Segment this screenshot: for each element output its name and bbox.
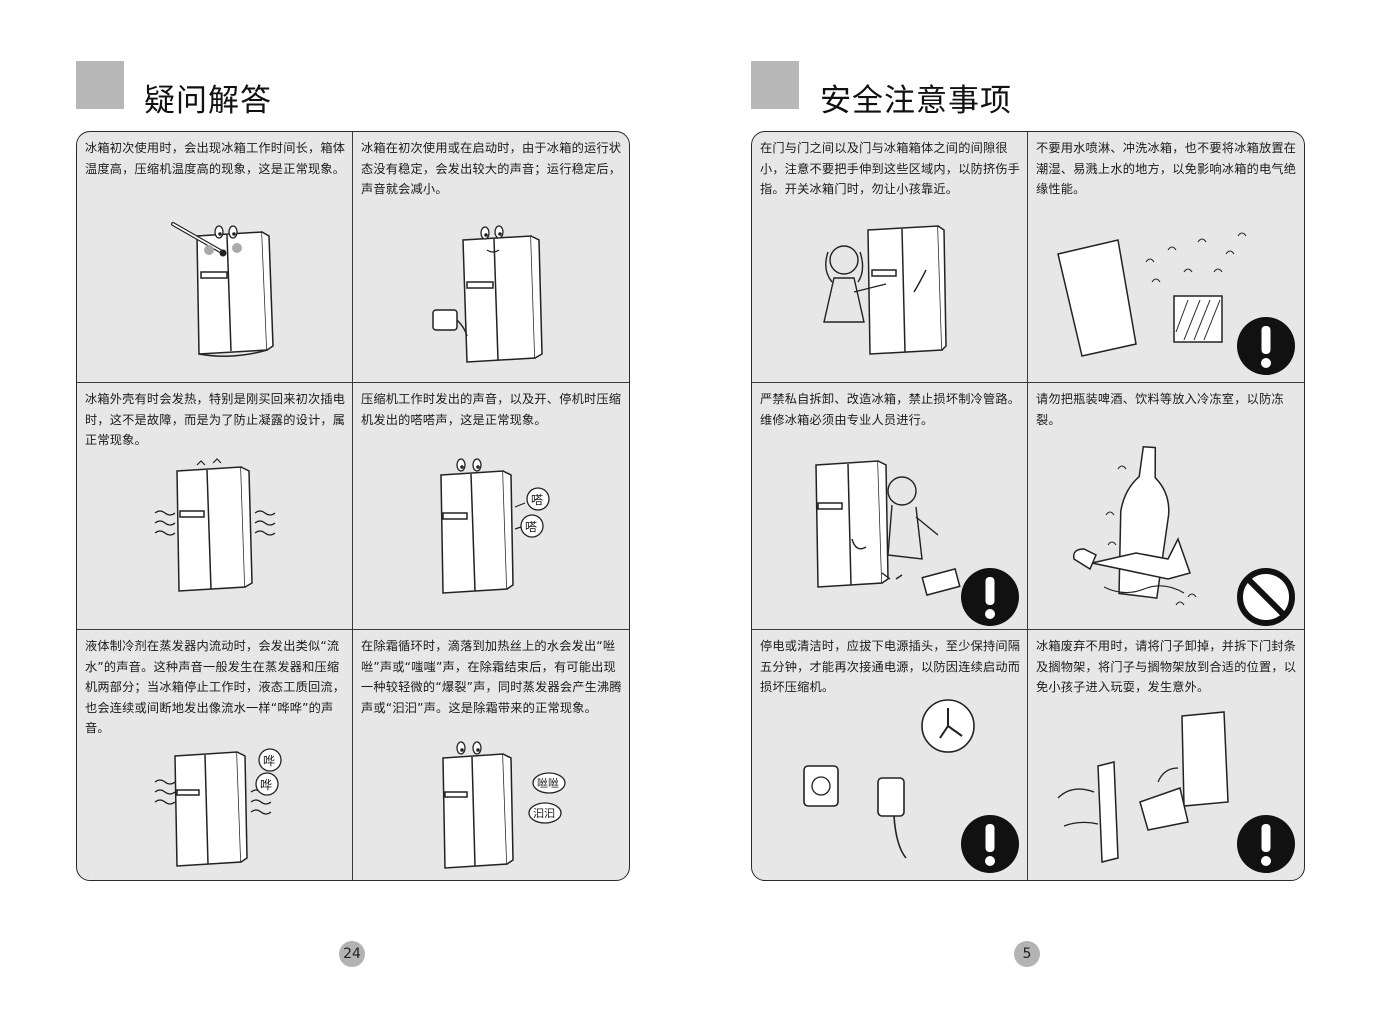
door-removal-illustration (1057, 711, 1229, 863)
divider (352, 132, 353, 880)
right-page-title: 安全注意事项 (820, 83, 1012, 119)
faq-text: 压缩机工作时发出的声音，以及开、停机时压缩机发出的嗒嗒声，这是正常现象。 (361, 392, 622, 427)
sound-bubble-text: 嗒 (531, 493, 544, 507)
safety-text: 不要用水喷淋、冲洗冰箱，也不要将冰箱放置在潮湿、易溅上水的地方，以免影响冰箱的电… (1036, 141, 1297, 197)
sound-bubble-text: 咝咝 (537, 777, 559, 790)
fridge-defrost-illustration (442, 741, 566, 869)
safety-cell-no-bottles: 请勿把瓶装啤酒、饮料等放入冷冻室，以防冻裂。 (1028, 383, 1304, 631)
fridge-click-illustration (440, 458, 550, 594)
fridge-heat-illustration (154, 458, 276, 592)
exclamation-icon (961, 815, 1019, 873)
left-page-title: 疑问解答 (144, 83, 272, 119)
safety-cell-no-disassembly: 严禁私自拆卸、改造冰箱，禁止损坏制冷管路。维修冰箱必须由专业人员进行。 (752, 383, 1028, 631)
safety-text: 请勿把瓶装啤酒、饮料等放入冷冻室，以防冻裂。 (1036, 392, 1284, 427)
divider (752, 629, 1304, 630)
fridge-thermometer-illustration (171, 222, 274, 357)
water-spray-illustration (1057, 232, 1247, 357)
divider (77, 629, 629, 630)
safety-text: 在门与门之间以及门与冰箱箱体之间的间隙很小，注意不要把手伸到这些区域内，以防挤伤… (760, 141, 1021, 197)
left-faq-panel: 冰箱初次使用时，会出现冰箱工作时间长，箱体温度高，压缩机温度高的现象，这是正常现… (76, 131, 630, 881)
safety-cell-disposal: 冰箱废弃不用时，请将门子卸掉，并拆下门封条及搁物架，将门子与搁物架放到合适的位置… (1028, 630, 1304, 878)
faq-cell-compressor-sound: 压缩机工作时发出的声音，以及开、停机时压缩机发出的嗒嗒声，这是正常现象。 嗒 嗒 (353, 383, 629, 631)
fridge-plug-illustration (432, 225, 543, 363)
sound-bubble-text: 哗 (263, 754, 276, 768)
right-page-number: 5 (1014, 941, 1040, 967)
left-page-number: 24 (339, 941, 365, 967)
right-header-square (751, 61, 799, 109)
faq-cell-refrigerant-flow: 液体制冷剂在蒸发器内流动时，会发出类似“流水”的声音。这种声音一般发生在蒸发器和… (77, 630, 353, 878)
safety-text: 停电或清洁时，应拔下电源插头，至少保持间隔五分钟，才能再次接通电源，以防因连续启… (760, 639, 1021, 695)
right-safety-panel: 在门与门之间以及门与冰箱箱体之间的间隙很小，注意不要把手伸到这些区域内，以防挤伤… (751, 131, 1305, 881)
divider (1027, 132, 1028, 880)
faq-text: 冰箱在初次使用或在启动时，由于冰箱的运行状态没有稳定，会发出较大的声音；运行稳定… (361, 141, 622, 197)
sound-bubble-text: 嗒 (525, 520, 538, 534)
divider (77, 382, 629, 383)
safety-cell-power-off: 停电或清洁时，应拔下电源插头，至少保持间隔五分钟，才能再次接通电源，以防因连续启… (752, 630, 1028, 878)
faq-cell-warm-shell: 冰箱外壳有时会发热，特别是刚买回来初次插电时，这不是故障，而是为了防止凝露的设计… (77, 383, 353, 631)
repair-man-illustration (815, 460, 961, 597)
divider (752, 382, 1304, 383)
exclamation-icon (1237, 815, 1295, 873)
prohibited-icon (1237, 568, 1295, 626)
faq-cell-first-use: 冰箱初次使用时，会出现冰箱工作时间长，箱体温度高，压缩机温度高的现象，这是正常现… (77, 132, 353, 380)
faq-cell-startup-noise: 冰箱在初次使用或在启动时，由于冰箱的运行状态没有稳定，会发出较大的声音；运行稳定… (353, 132, 629, 380)
child-fridge-door-illustration (823, 225, 947, 355)
exclamation-icon (1237, 317, 1295, 375)
safety-cell-door-gap: 在门与门之间以及门与冰箱箱体之间的间隙很小，注意不要把手伸到这些区域内，以防挤伤… (752, 132, 1028, 380)
clock-plug-illustration (803, 699, 975, 859)
faq-text: 冰箱初次使用时，会出现冰箱工作时间长，箱体温度高，压缩机温度高的现象，这是正常现… (85, 141, 346, 176)
safety-cell-water: 不要用水喷淋、冲洗冰箱，也不要将冰箱放置在潮湿、易溅上水的地方，以免影响冰箱的电… (1028, 132, 1304, 380)
faq-text: 在除霜循环时，滴落到加热丝上的水会发出“咝咝”声或“嗤嗤”声，在除霜结束后，有可… (361, 639, 622, 715)
broken-bottle-illustration (1072, 445, 1197, 606)
exclamation-icon (961, 568, 1019, 626)
safety-text: 冰箱废弃不用时，请将门子卸掉，并拆下门封条及搁物架，将门子与搁物架放到合适的位置… (1036, 639, 1297, 695)
faq-text: 冰箱外壳有时会发热，特别是刚买回来初次插电时，这不是故障，而是为了防止凝露的设计… (85, 392, 346, 448)
safety-text: 严禁私自拆卸、改造冰箱，禁止损坏制冷管路。维修冰箱必须由专业人员进行。 (760, 392, 1021, 427)
faq-text: 液体制冷剂在蒸发器内流动时，会发出类似“流水”的声音。这种声音一般发生在蒸发器和… (85, 639, 346, 736)
faq-cell-defrost-sound: 在除霜循环时，滴落到加热丝上的水会发出“咝咝”声或“嗤嗤”声，在除霜结束后，有可… (353, 630, 629, 878)
sound-bubble-text: 汩汩 (533, 807, 555, 820)
fridge-flow-illustration (154, 748, 282, 867)
sound-bubble-text: 哗 (260, 778, 273, 792)
left-header-square (76, 61, 124, 109)
